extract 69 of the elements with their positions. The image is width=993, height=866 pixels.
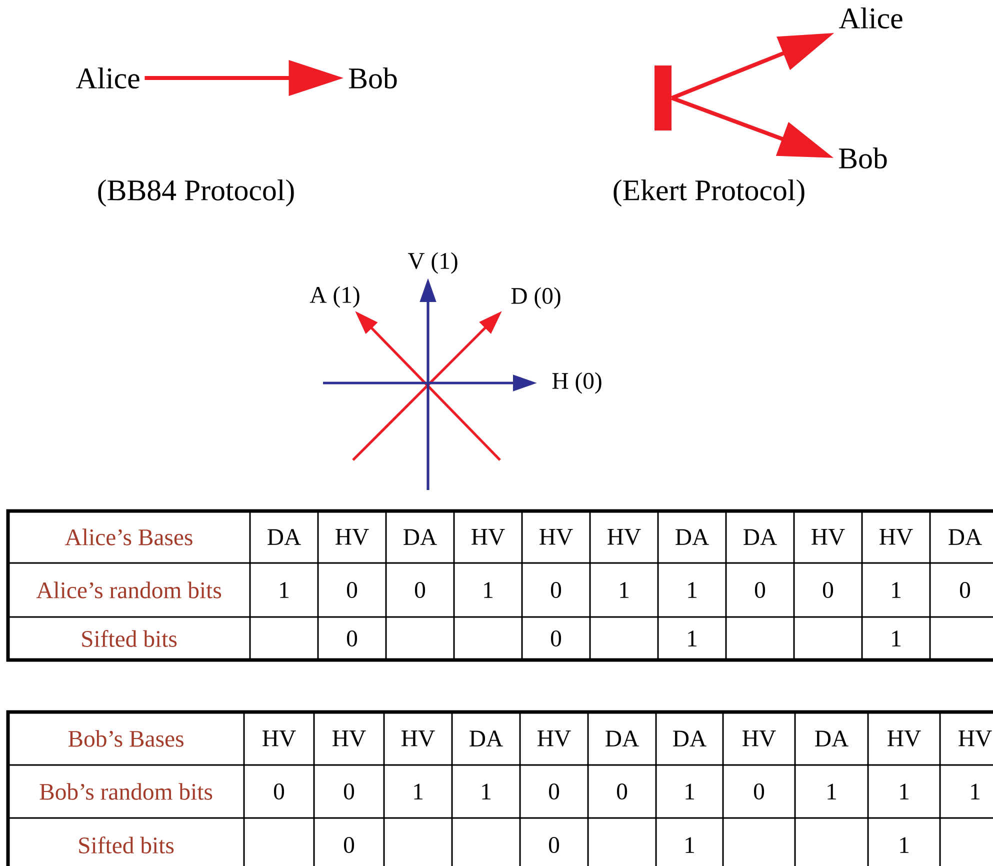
- bit-value: 1: [484, 582, 493, 598]
- party-label: Alice: [838, 8, 902, 29]
- bit-value: 1: [892, 630, 901, 646]
- bit-value: 0: [414, 582, 426, 598]
- bit-value: 0: [754, 784, 764, 800]
- bit-value: 0: [549, 837, 560, 853]
- row-header: Sifted bits: [79, 836, 174, 854]
- bit-value: 0: [551, 582, 562, 598]
- basis-value: HV: [402, 730, 435, 746]
- party-label: Bob: [348, 68, 397, 89]
- bit-value: 0: [617, 784, 628, 800]
- bit-value: 1: [280, 582, 289, 598]
- bit-value: 0: [823, 582, 834, 598]
- bit-value: 1: [688, 630, 697, 646]
- basis-value: DA: [404, 529, 437, 545]
- bit-value: 0: [549, 784, 560, 800]
- basis-value: HV: [812, 529, 845, 545]
- basis-value: HV: [540, 529, 573, 545]
- basis-value: HV: [472, 529, 505, 545]
- row-header: Sifted bits: [82, 630, 177, 647]
- basis-value: DA: [606, 730, 639, 746]
- basis-value: DA: [948, 529, 982, 545]
- basis-value: DA: [673, 730, 706, 746]
- party-label: Bob: [838, 148, 887, 169]
- basis-value: DA: [470, 730, 503, 746]
- bit-value: 0: [344, 837, 354, 853]
- basis-value: DA: [676, 529, 709, 545]
- protocol-caption: (Ekert Protocol): [614, 179, 804, 207]
- bit-value: 1: [482, 784, 491, 800]
- bit-value: 0: [755, 582, 766, 598]
- axis-label: V (1): [408, 252, 458, 274]
- basis-value: DA: [744, 529, 777, 545]
- bit-value: 0: [344, 784, 354, 800]
- bit-value: 0: [346, 582, 358, 598]
- basis-value: HV: [880, 529, 913, 545]
- basis-value: HV: [742, 730, 776, 746]
- bit-value: 1: [971, 784, 980, 800]
- axis-label: A (1): [310, 286, 360, 308]
- bit-value: 0: [551, 630, 562, 646]
- row-header: Alice’s random bits: [36, 582, 222, 598]
- bit-value: 1: [892, 582, 901, 598]
- bit-value: 1: [620, 582, 629, 598]
- basis-value: HV: [608, 529, 641, 545]
- bit-value: 0: [960, 582, 970, 598]
- row-header: Bob’s Bases: [68, 730, 184, 747]
- basis-value: HV: [958, 730, 992, 746]
- bit-value: 0: [274, 784, 284, 800]
- axis-label: H (0): [552, 372, 602, 394]
- basis-value: HV: [336, 529, 369, 545]
- basis-value: DA: [268, 529, 301, 545]
- source-bar: [654, 66, 672, 130]
- basis-value: HV: [262, 730, 296, 746]
- axis-label: D (0): [511, 287, 560, 309]
- bit-value: 1: [900, 837, 909, 853]
- row-header: Alice’s Bases: [65, 528, 192, 546]
- row-header: Bob’s random bits: [40, 783, 212, 800]
- bit-value: 1: [686, 784, 694, 800]
- bit-value: 1: [686, 837, 694, 853]
- bit-value: 1: [414, 784, 423, 800]
- protocol-caption: (BB84 Protocol): [98, 179, 294, 207]
- bit-value: 0: [346, 630, 358, 646]
- basis-value: HV: [888, 730, 921, 746]
- party-label: Alice: [76, 68, 140, 89]
- basis-value: HV: [538, 730, 571, 746]
- bit-value: 1: [688, 582, 697, 598]
- basis-value: DA: [815, 730, 848, 746]
- bit-value: 1: [828, 784, 836, 800]
- basis-value: HV: [332, 730, 366, 746]
- bit-value: 1: [900, 784, 909, 800]
